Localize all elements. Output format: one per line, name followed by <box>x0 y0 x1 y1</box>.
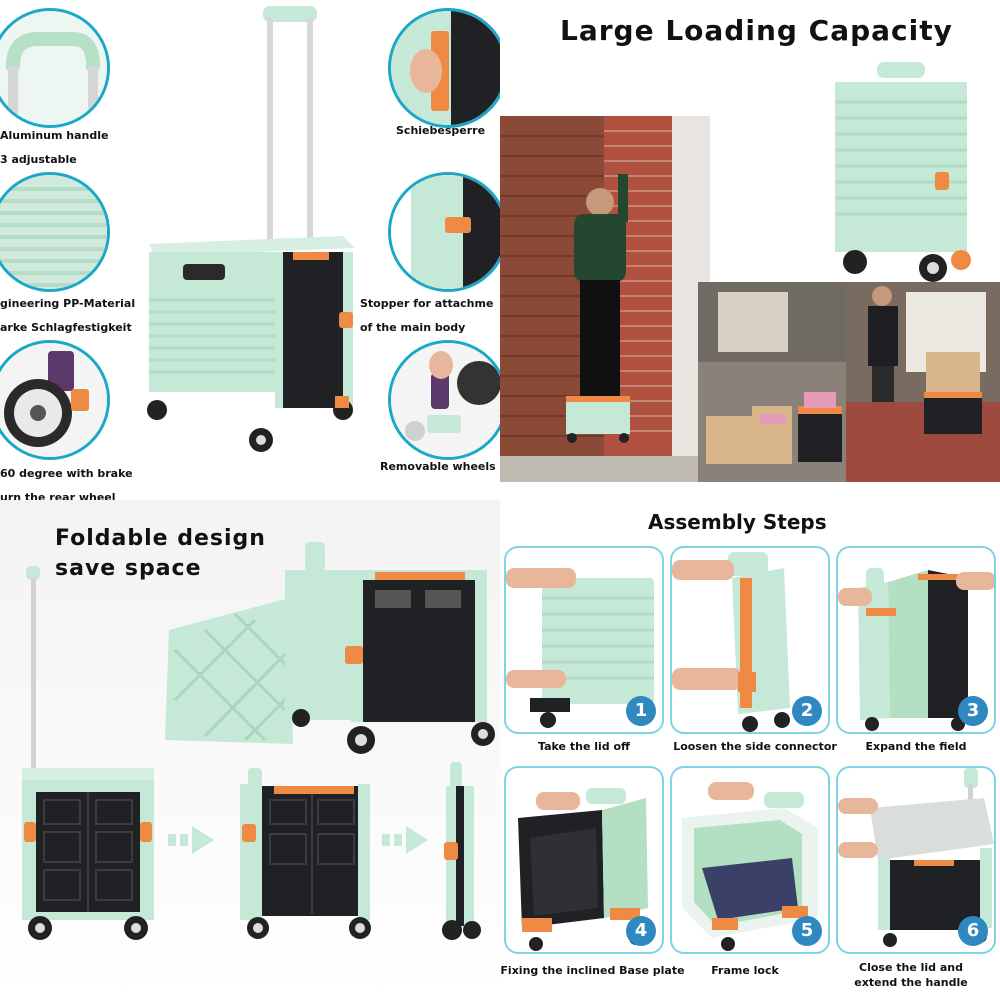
step-caption: Frame lock <box>711 964 779 977</box>
step-caption: Loosen the side connector <box>673 740 837 753</box>
expand-field-image <box>838 568 994 731</box>
callout-line: Schiebesperre <box>396 124 486 137</box>
folded-cart-image <box>835 62 971 282</box>
assembly-step-card: 2 <box>670 546 830 734</box>
handle-detail-image <box>0 8 110 128</box>
foldable-title: Foldable design save space <box>55 524 266 584</box>
material-callout: gineering PP-Material arke Schlagfestigk… <box>0 292 135 340</box>
slide-lock-detail-image <box>388 8 500 128</box>
assembly-step-card: 5 <box>670 766 830 954</box>
step-number-badge: 1 <box>626 696 656 726</box>
capacity-panel: Large Loading Capacity <box>500 0 1000 500</box>
wheel-detail-image <box>0 340 110 460</box>
removable-wheel-detail-image <box>388 340 500 460</box>
take-lid-off-image <box>506 568 654 728</box>
cart-with-handle-image <box>147 6 355 452</box>
handle-callout: Aluminum handle 3 adjustable <box>0 124 109 172</box>
slide-lock-callout: Schiebesperre <box>396 124 485 137</box>
frame-lock-image <box>682 782 818 951</box>
half-folded-cart-image <box>240 768 371 939</box>
stopper-callout: Stopper for attachme of the main body <box>360 292 493 340</box>
step-caption-line: extend the handle <box>854 976 968 989</box>
assembly-step-card: 3 <box>836 546 996 734</box>
close-lid-extend-handle-image <box>838 768 994 947</box>
extended-handle-image <box>26 566 40 776</box>
fully-folded-cart-image <box>442 762 481 940</box>
step-number-badge: 5 <box>792 916 822 946</box>
delivery-boxes-photo <box>698 282 846 482</box>
removable-wheel-callout: Removable wheels <box>380 460 496 473</box>
features-panel: Aluminum handle 3 adjustable Schiebesper… <box>0 0 500 500</box>
arrow-right-icon <box>382 826 428 854</box>
callout-line: 60 degree with brake <box>0 467 133 480</box>
expanded-cart-image <box>22 768 154 940</box>
assembly-step-card: 1 <box>504 546 664 734</box>
loosen-side-connector-image <box>672 552 790 732</box>
callout-line: Aluminum handle <box>0 129 109 142</box>
callout-line: of the main body <box>360 321 466 334</box>
assembly-title: Assembly Steps <box>648 510 827 534</box>
foldable-panel: Foldable design save space <box>0 500 500 1000</box>
step-caption: Fixing the inclined Base plate <box>500 964 685 977</box>
stopper-detail-image <box>388 172 500 292</box>
open-cart-with-lid-image <box>165 542 495 754</box>
callout-line: arke Schlagfestigkeit <box>0 321 132 334</box>
wheel-callout: 60 degree with brake urn the rear wheel <box>0 462 133 500</box>
man-pulling-cart-photo <box>846 282 1000 482</box>
man-standing-on-cart-photo <box>500 116 710 482</box>
fix-base-plate-image <box>518 788 648 951</box>
material-detail-image <box>0 172 110 292</box>
foldable-title-line: Foldable design <box>55 526 266 551</box>
arrow-right-icon <box>168 826 214 854</box>
assembly-step-card: 4 <box>504 766 664 954</box>
callout-line: 3 adjustable <box>0 153 77 166</box>
step-caption-line: Close the lid and <box>859 961 963 974</box>
callout-line: Removable wheels <box>380 460 496 473</box>
callout-line: Stopper for attachme <box>360 297 494 310</box>
step-number-badge: 6 <box>958 916 988 946</box>
step-caption: Take the lid off <box>538 740 630 753</box>
callout-line: urn the rear wheel <box>0 491 116 500</box>
foldable-title-line: save space <box>55 556 202 581</box>
callout-line: gineering PP-Material <box>0 297 136 310</box>
step-caption: Expand the field <box>865 740 967 753</box>
step-number-badge: 2 <box>792 696 822 726</box>
step-number-badge: 3 <box>958 696 988 726</box>
assembly-step-card: 6 <box>836 766 996 954</box>
step-number-badge: 4 <box>626 916 656 946</box>
capacity-title: Large Loading Capacity <box>560 14 953 47</box>
step-caption: Close the lid and extend the handle <box>836 960 986 990</box>
assembly-panel: Assembly Steps 1 2 <box>500 500 1000 1000</box>
